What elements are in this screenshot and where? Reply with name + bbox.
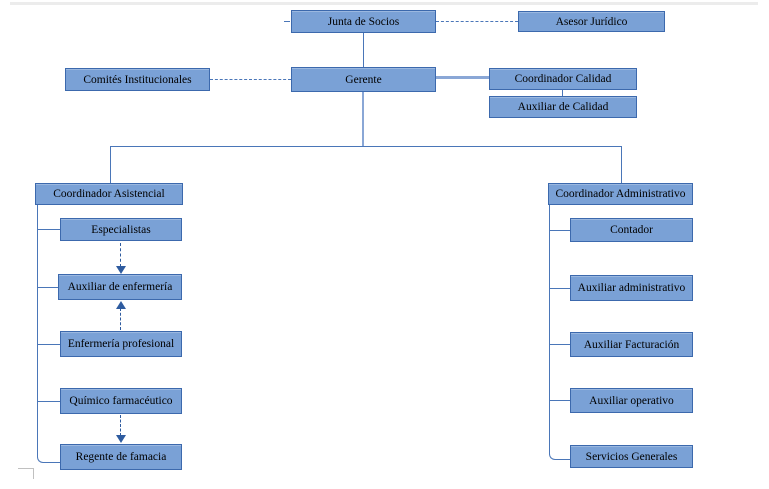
dashed-line-enfprof-auxenf (120, 308, 121, 330)
stub-auxiliar-enfermeria (37, 287, 58, 288)
arrowhead-down-regente-icon (116, 435, 126, 443)
connector-gerente-coordcalidad (436, 76, 489, 79)
node-coordinador-asistencial[interactable]: Coordinador Asistencial (35, 183, 183, 205)
stub-especialistas (37, 229, 60, 230)
connector-coordcalidad-auxcalidad (562, 90, 563, 96)
node-auxiliar-administrativo[interactable]: Auxiliar administrativo (570, 275, 693, 301)
right-trunk (549, 205, 570, 460)
page-boundary-mark-h (18, 468, 33, 469)
node-comites-institucionales[interactable]: Comités Institucionales (65, 68, 210, 91)
node-auxiliar-de-calidad[interactable]: Auxiliar de Calidad (489, 96, 637, 118)
page-boundary-mark-v (33, 468, 34, 479)
node-auxiliar-facturacion[interactable]: Auxiliar Facturación (570, 332, 693, 357)
arrowhead-up-auxenf-icon (116, 301, 126, 309)
node-coordinador-administrativo[interactable]: Coordinador Administrativo (548, 183, 693, 205)
node-coordinador-calidad[interactable]: Coordinador Calidad (489, 68, 637, 90)
connector-junta-asesor (436, 21, 518, 22)
stub-quimico (37, 401, 60, 402)
dashed-line-especialistas-auxenf (120, 243, 121, 267)
node-quimico-farmaceutico[interactable]: Químico farmacéutico (60, 388, 182, 414)
node-asesor-juridico[interactable]: Asesor Jurídico (518, 11, 665, 32)
stub-auxiliar-operativo (549, 400, 570, 401)
top-edge-divider (10, 2, 758, 5)
stub-contador (549, 230, 570, 231)
dashed-line-quimico-regente (120, 415, 121, 436)
node-enfermeria-profesional[interactable]: Enfermería profesional (60, 331, 182, 357)
stub-enfermeria-profesional (37, 344, 60, 345)
node-gerente[interactable]: Gerente (291, 67, 436, 92)
connector-comites-gerente (210, 79, 291, 80)
bracket-drop-left (110, 146, 111, 183)
arrowhead-down-auxenf-icon (116, 266, 126, 274)
bracket-horizontal (110, 146, 622, 147)
node-servicios-generales[interactable]: Servicios Generales (570, 445, 693, 468)
connector-gerente-down (362, 92, 364, 146)
connector-junta-gerente (363, 33, 364, 67)
node-junta-de-socios[interactable]: Junta de Socios (291, 10, 436, 33)
stub-auxiliar-administrativo (549, 288, 570, 289)
node-auxiliar-operativo[interactable]: Auxiliar operativo (570, 388, 693, 413)
junta-left-tick (284, 21, 290, 22)
node-especialistas[interactable]: Especialistas (60, 218, 182, 241)
node-auxiliar-de-enfermeria[interactable]: Auxiliar de enfermería (58, 274, 182, 300)
bracket-drop-right (621, 146, 622, 183)
left-trunk (37, 205, 60, 463)
node-contador[interactable]: Contador (570, 218, 693, 242)
node-regente-de-famacia[interactable]: Regente de famacia (60, 444, 182, 470)
stub-auxiliar-facturacion (549, 344, 570, 345)
